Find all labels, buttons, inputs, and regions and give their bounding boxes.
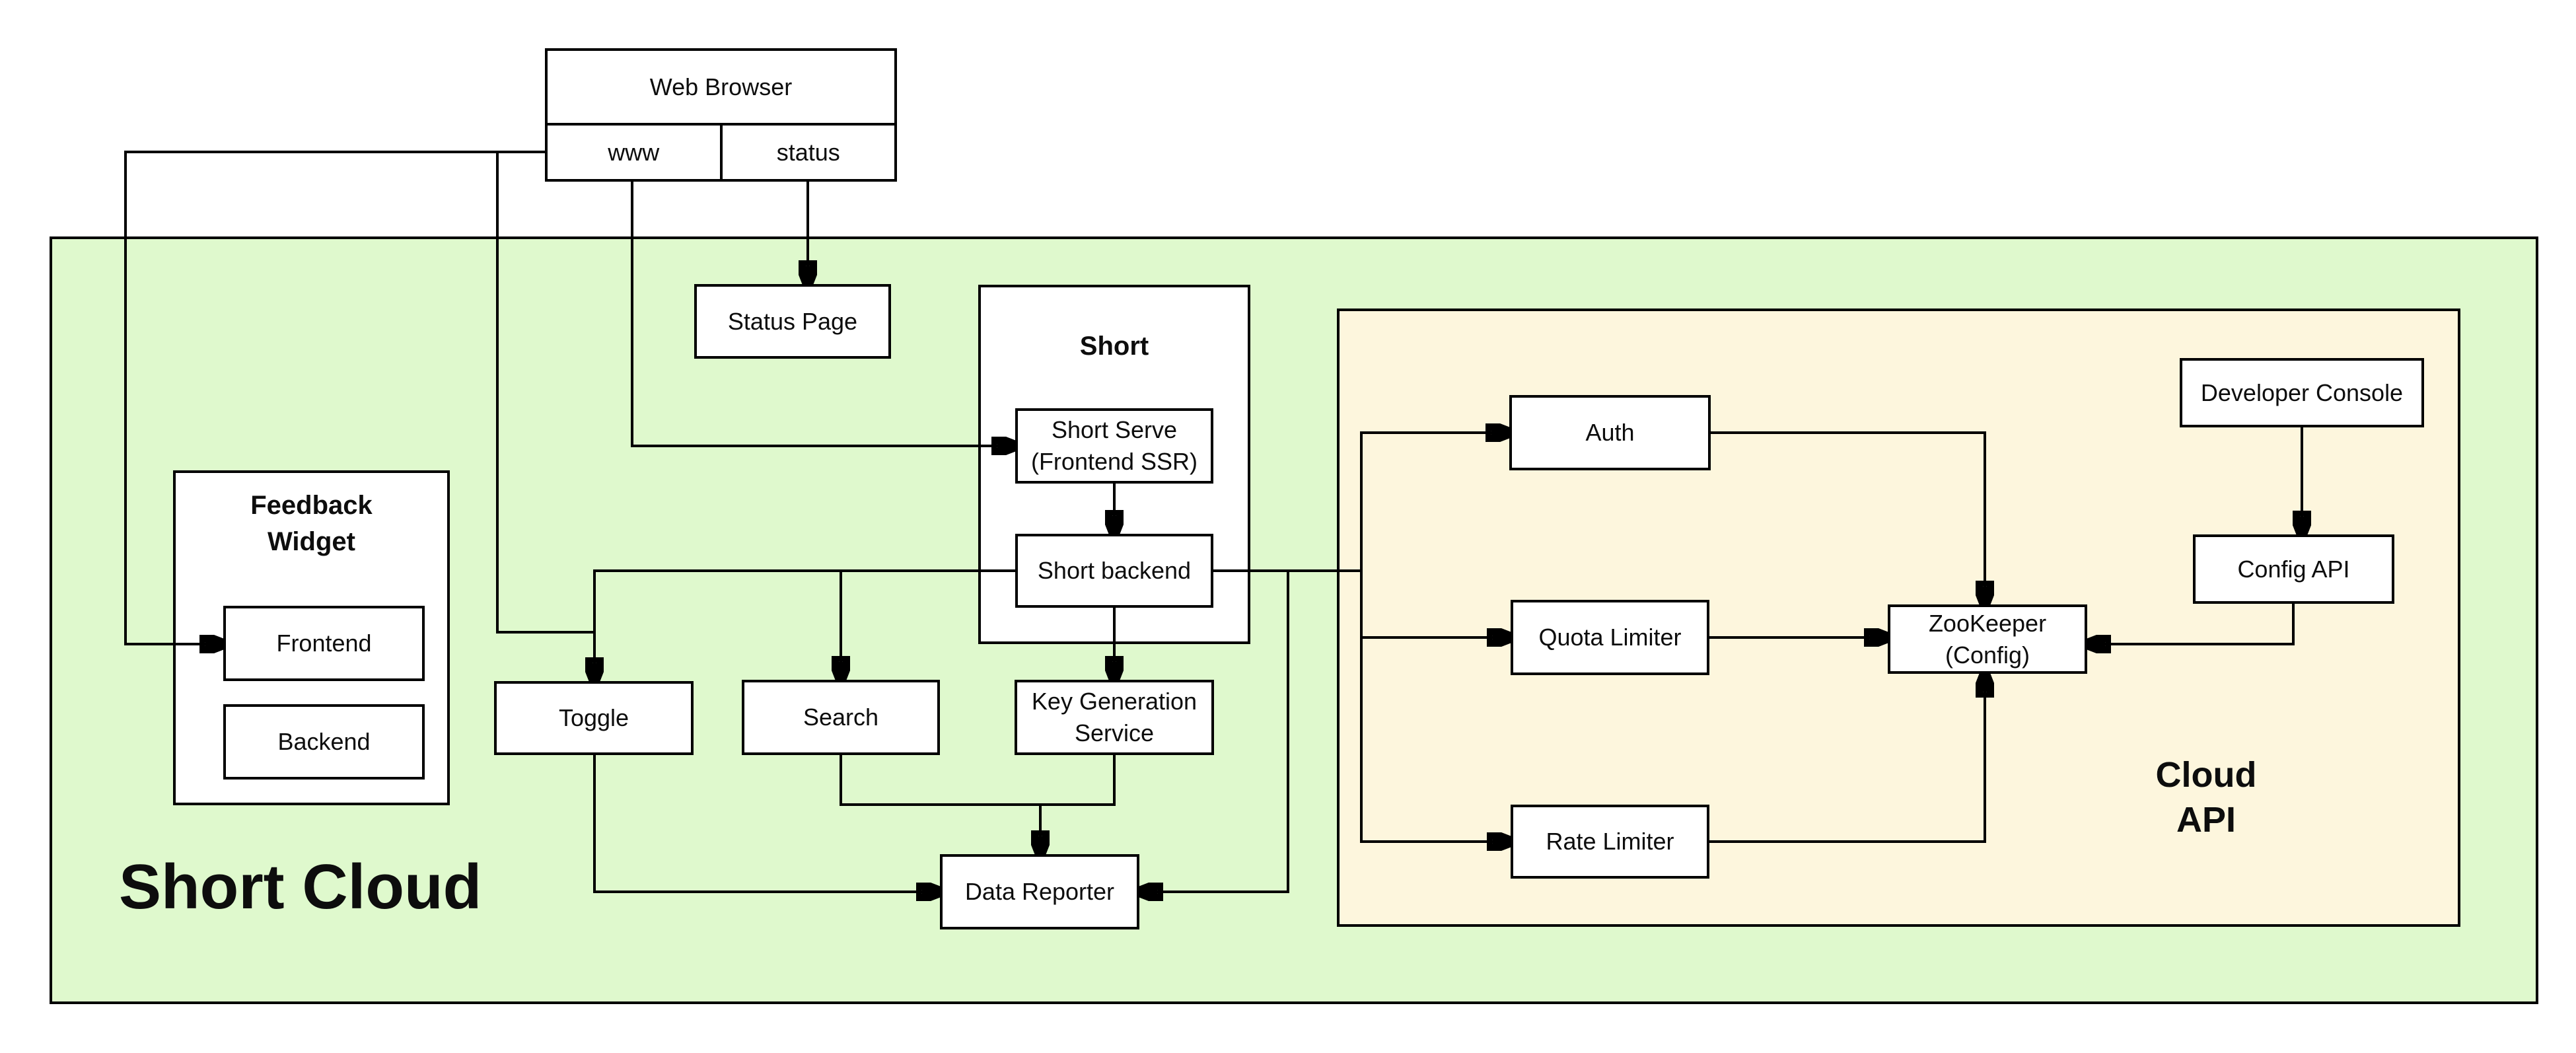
developer-console-label: Developer Console <box>2200 379 2404 406</box>
edge-www-short-serve <box>631 180 1015 446</box>
rate-limiter-label: Rate Limiter <box>1546 828 1674 855</box>
edge-short-backend-toggle <box>594 569 1363 681</box>
node-status-page[interactable]: Status Page <box>694 284 891 359</box>
node-backend[interactable]: Backend <box>223 704 425 780</box>
node-search[interactable]: Search <box>742 680 940 755</box>
data-reporter-label: Data Reporter <box>964 878 1115 906</box>
zookeeper-line2: (Config) <box>1945 641 2030 669</box>
kgs-line1: Key Generation <box>1031 688 1198 715</box>
feedback-title-line1: Feedback <box>250 491 373 520</box>
auth-label: Auth <box>1585 419 1635 447</box>
kgs-line2: Service <box>1074 719 1155 746</box>
node-toggle[interactable]: Toggle <box>494 681 694 755</box>
backend-label: Backend <box>277 728 371 756</box>
feedback-title-line2: Widget <box>268 527 355 557</box>
short-serve-line2: (Frontend SSR) <box>1030 448 1198 475</box>
node-zookeeper[interactable]: ZooKeeper (Config) <box>1888 604 2087 674</box>
edge-trunk-auth <box>1360 433 1509 843</box>
short-serve-line1: Short Serve <box>1051 416 1178 444</box>
node-rate-limiter[interactable]: Rate Limiter <box>1511 805 1709 879</box>
node-developer-console[interactable]: Developer Console <box>2180 358 2424 427</box>
edge-search-kgs-join <box>840 754 1116 806</box>
toggle-label: Toggle <box>558 704 629 732</box>
node-config-api[interactable]: Config API <box>2193 534 2394 604</box>
web-browser-cell-www[interactable]: www <box>608 138 660 166</box>
node-key-generation-service[interactable]: Key Generation Service <box>1015 680 1214 755</box>
search-label: Search <box>803 704 879 731</box>
node-frontend[interactable]: Frontend <box>223 606 425 681</box>
web-browser-title: Web Browser <box>649 73 793 100</box>
cloud-api-label: Cloud API <box>2074 753 2338 842</box>
node-data-reporter[interactable]: Data Reporter <box>940 854 1139 929</box>
node-auth[interactable]: Auth <box>1509 395 1711 470</box>
feedback-widget-title: Feedback Widget <box>173 488 450 560</box>
node-web-browser[interactable]: Web Browser www status <box>545 48 897 182</box>
cloud-api-label-line2: API <box>2176 799 2236 840</box>
status-page-label: Status Page <box>727 307 858 335</box>
node-short-backend[interactable]: Short backend <box>1015 534 1213 608</box>
short-cloud-label: Short Cloud <box>119 852 482 922</box>
frontend-label: Frontend <box>276 630 372 657</box>
edge-auth-zookeeper <box>1709 431 1985 604</box>
edge-www-toggle-branch <box>496 151 596 634</box>
node-quota-limiter[interactable]: Quota Limiter <box>1511 600 1709 675</box>
edge-rate-zookeeper <box>1708 674 1985 843</box>
zookeeper-line1: ZooKeeper <box>1928 609 2047 637</box>
config-api-label: Config API <box>2237 555 2350 583</box>
edge-config-api-zookeeper <box>2087 602 2295 644</box>
short-backend-label: Short backend <box>1037 557 1192 585</box>
cloud-api-label-line1: Cloud <box>2155 755 2257 795</box>
edge-short-backend-data-reporter <box>1139 569 1289 892</box>
web-browser-cell-status[interactable]: status <box>719 126 895 179</box>
edge-toggle-data-reporter <box>593 754 940 892</box>
short-group-title: Short <box>1079 332 1149 361</box>
quota-limiter-label: Quota Limiter <box>1538 624 1682 651</box>
node-short-serve[interactable]: Short Serve (Frontend SSR) <box>1015 408 1213 484</box>
edge-www-frontend <box>124 151 546 644</box>
